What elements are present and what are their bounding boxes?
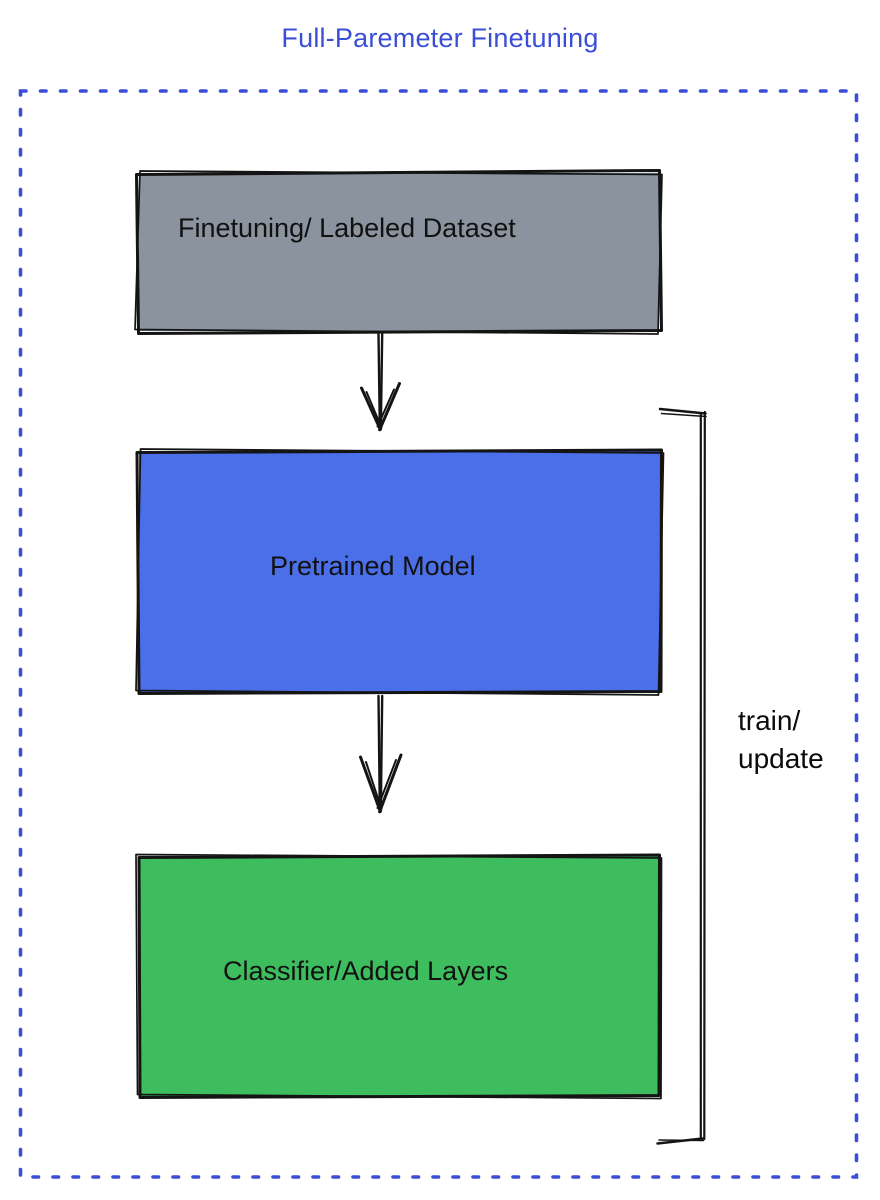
pretrained-model-label: Pretrained Model [270, 551, 476, 581]
classifier-layers-box: Classifier/Added Layers [139, 856, 659, 1096]
finetuning-dataset-label: Finetuning/ Labeled Dataset [178, 213, 516, 243]
diagram-title: Full-Paremeter Finetuning [281, 23, 599, 53]
arrow-pretrained-to-classifier-icon [359, 694, 403, 814]
pretrained-model-box: Pretrained Model [139, 451, 661, 692]
classifier-layers-label: Classifier/Added Layers [223, 956, 509, 986]
train-update-bracket [656, 407, 707, 1145]
train-update-annotation: train/ update [738, 705, 824, 774]
finetuning-dataset-box: Finetuning/ Labeled Dataset [139, 173, 659, 331]
arrow-dataset-to-pretrained-icon [360, 332, 401, 432]
